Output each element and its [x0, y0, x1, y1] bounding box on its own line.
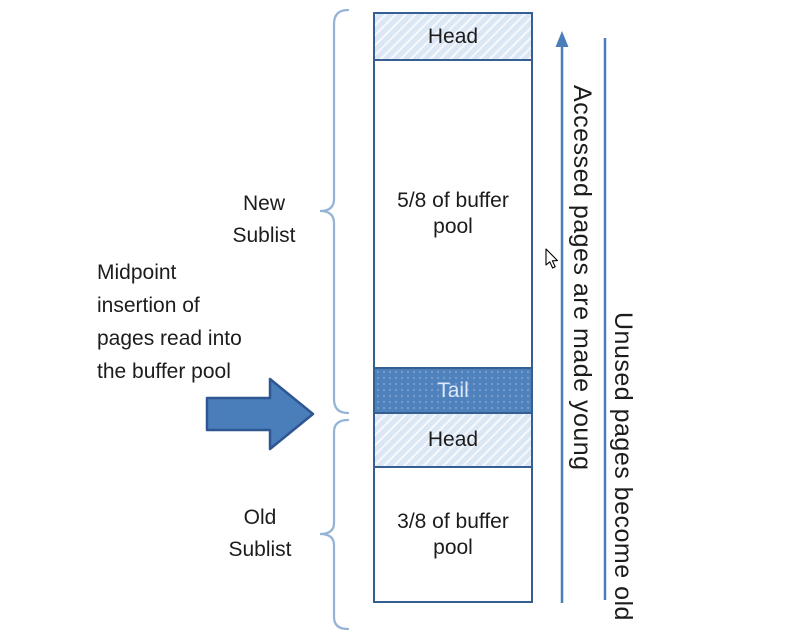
new-sublist-label: New Sublist	[232, 192, 296, 247]
accessed-pages-label: Accessed pages are made young	[568, 85, 596, 471]
section-old-head: Head	[373, 412, 533, 468]
midpoint-block-arrow-icon	[205, 377, 315, 451]
section-label: Tail	[437, 378, 469, 402]
midpoint-insertion-note: Midpoint insertion of pages read into th…	[97, 261, 242, 383]
new-sublist-brace	[319, 8, 350, 415]
section-label: 3/8 of buffer pool	[397, 509, 509, 559]
old-sublist-brace	[319, 418, 350, 631]
section-label: Head	[427, 24, 479, 48]
buffer-pool-column: Head 5/8 of buffer pool Tail Head 3/8 of…	[373, 12, 533, 603]
section-new-head: Head	[373, 12, 533, 61]
section-new-body: 5/8 of buffer pool	[373, 59, 533, 369]
section-label: Head	[427, 428, 479, 451]
up-arrowhead-icon	[555, 31, 569, 47]
mouse-cursor-icon	[545, 248, 559, 269]
section-old-body: 3/8 of buffer pool	[373, 466, 533, 603]
section-label: 5/8 of buffer pool	[397, 189, 509, 238]
old-sublist-label: Old Sublist	[228, 506, 292, 561]
unused-pages-label: Unused pages become old	[609, 312, 637, 621]
section-new-tail: Tail	[373, 367, 533, 414]
